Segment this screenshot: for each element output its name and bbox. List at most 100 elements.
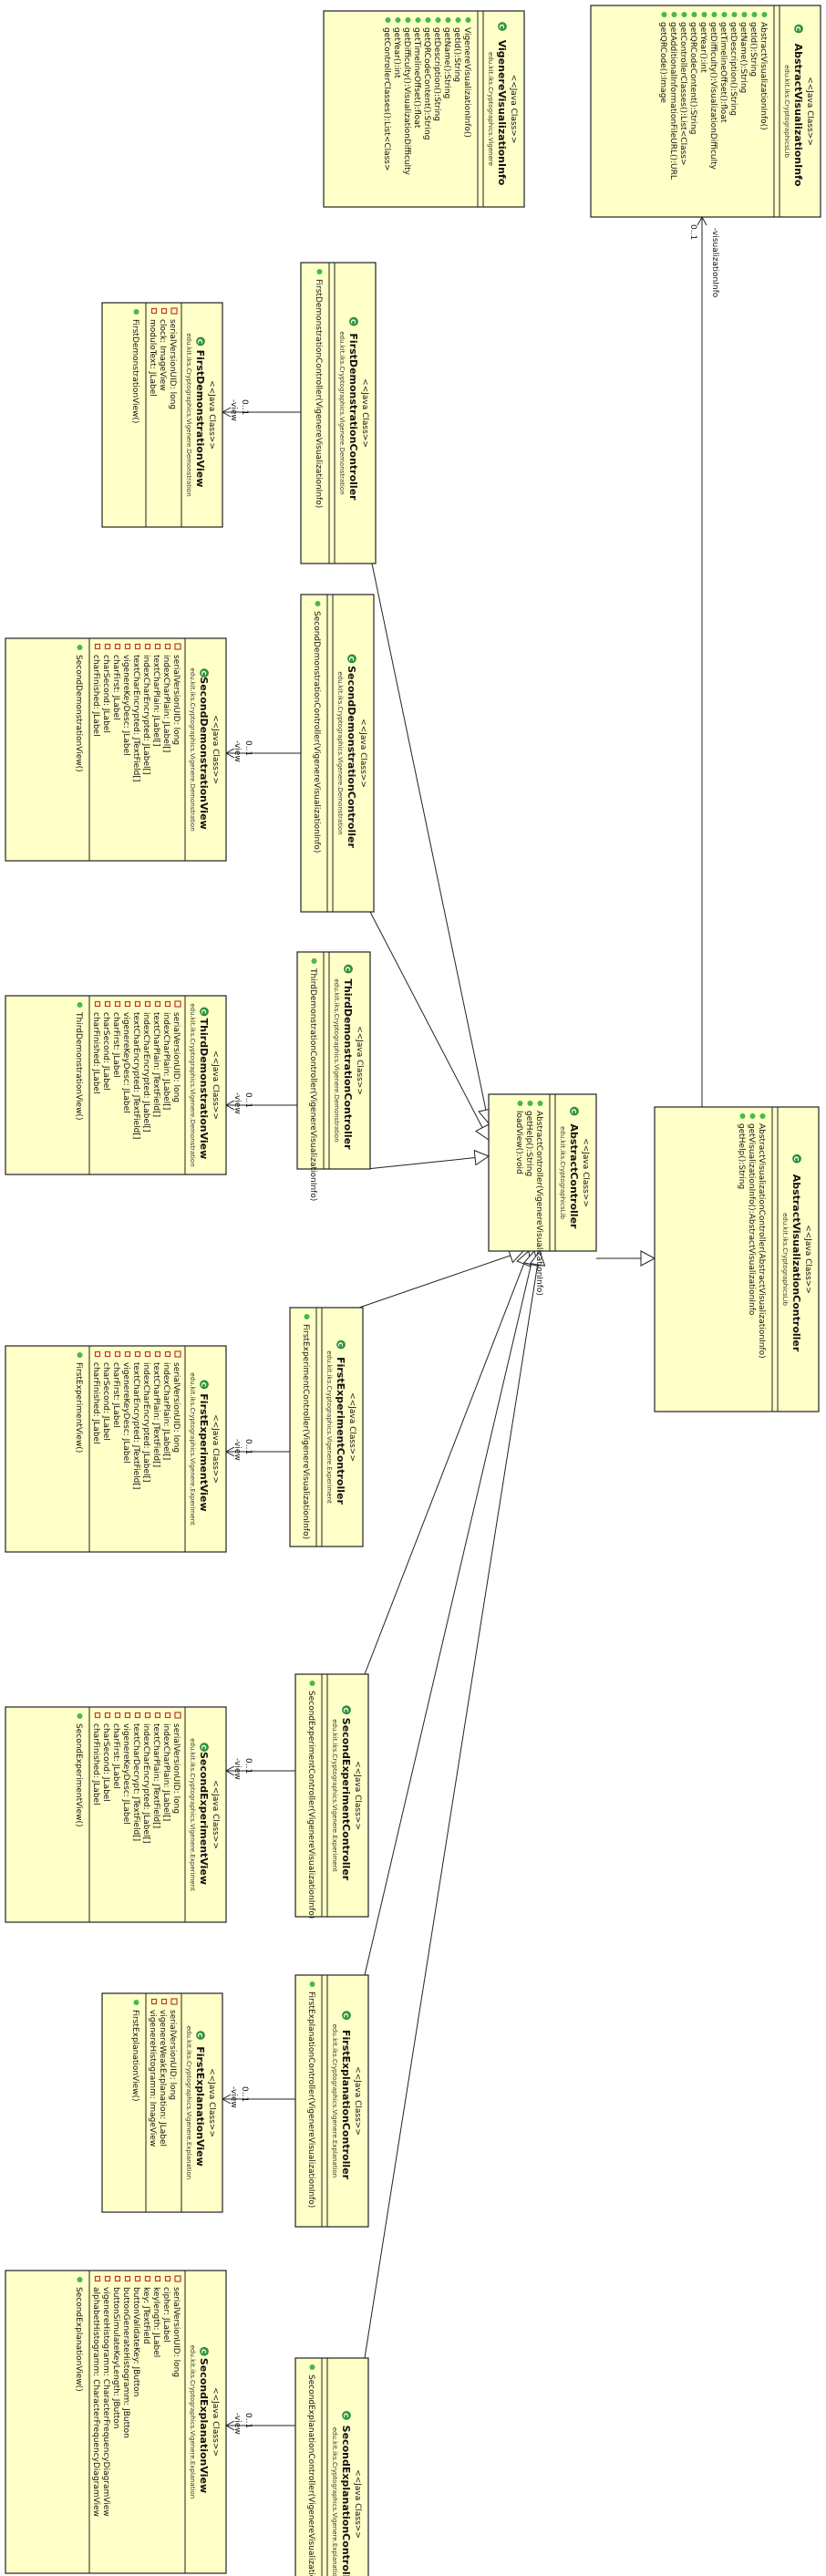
class-field: buttonValidateKey: JButton — [131, 2287, 140, 2396]
class-box-first-explanation-controller[interactable]: <<Java Class>>CFirstExplanationControlle… — [294, 1974, 369, 2228]
class-stereotype: <<Java Class>> — [211, 715, 220, 784]
class-icon-glyph: C — [792, 1156, 800, 1161]
class-method: FirstExperimentController(VigenereVisual… — [301, 1324, 310, 1539]
class-icon-glyph: C — [794, 26, 801, 31]
class-box-second-demonstration-controller[interactable]: <<Java Class>>CSecondDemonstrationContro… — [300, 594, 375, 913]
public-method-icon — [77, 1002, 83, 1008]
private-field-icon — [160, 1998, 168, 2005]
class-method: getHelp():String — [524, 1111, 533, 1176]
class-icon-glyph: C — [570, 1109, 577, 1113]
class-field: textCharDecrypt: JTextField[] — [131, 1723, 140, 1841]
class-field: textCharPlain: JLabel[] — [151, 655, 160, 746]
class-icon — [336, 1340, 346, 1350]
class-box-second-explanation-controller[interactable]: <<Java Class>>CSecondExplanationControll… — [294, 2357, 369, 2576]
association-multiplicity-label: 0..1 — [243, 1758, 253, 1774]
public-method-icon — [721, 12, 728, 17]
association-role-label: -view — [229, 399, 238, 421]
class-package: edu.kit.iks.Cryptographics.Vigenere.Demo… — [189, 667, 196, 831]
private-field-icon — [150, 307, 158, 315]
class-box-second-demonstration-view[interactable]: <<Java Class>>CSecondDemonstrationViewed… — [5, 637, 227, 862]
class-box-first-demonstration-view[interactable]: <<Java Class>>CFirstDemonstrationViewedu… — [101, 302, 223, 528]
class-field: charFinished: JLabel — [91, 1723, 100, 1805]
class-name: ThirdDemonstrationView — [198, 1019, 210, 1160]
class-icon-glyph: C — [349, 319, 356, 324]
class-box-frame — [5, 1706, 227, 1923]
class-box-third-demonstration-controller[interactable]: <<Java Class>>CThirdDemonstrationControl… — [296, 951, 371, 1201]
class-field: serialVersionUID: long — [171, 1362, 181, 1453]
class-field: vigenereKeyDesc: JLabel — [121, 1723, 130, 1825]
class-box-second-experiment-controller[interactable]: <<Java Class>>CSecondExperimentControlle… — [294, 1673, 369, 1919]
class-box-vigenere-visualization-info[interactable]: <<Java Class>>CVigenereVisualizationInfo… — [323, 10, 525, 208]
public-method-icon — [465, 17, 471, 23]
class-box-frame — [300, 594, 375, 913]
private-field-icon — [164, 643, 171, 650]
class-package: edu.kit.iks.Cryptographics.Vigenere.Expl… — [331, 2427, 338, 2576]
public-method-icon — [309, 1981, 315, 1987]
class-field: charFinished: JLabel — [91, 655, 100, 737]
class-field: indexCharPlain: JLabel[] — [161, 1723, 170, 1821]
private-field-icon — [164, 1000, 171, 1008]
class-stereotype: <<Java Class>> — [207, 380, 216, 450]
class-box-third-demonstration-view[interactable]: <<Java Class>>CThirdDemonstrationViewedu… — [5, 995, 227, 1175]
class-box-frame — [289, 1307, 364, 1547]
generalization-first-explanation-controller-to-abstract-controller — [364, 1249, 540, 1976]
public-method-icon — [701, 12, 707, 17]
class-stereotype: <<Java Class>> — [211, 1414, 220, 1484]
class-method: ThirdDemonstrationView() — [74, 1011, 83, 1120]
class-box-abstract-visualization-controller[interactable]: <<Java Class>>CAbstractVisualizationCont… — [654, 1106, 820, 1412]
class-box-second-explanation-view[interactable]: <<Java Class>>CSecondExplanationViewedu.… — [5, 2270, 227, 2574]
association-multiplicity-label: 0..1 — [688, 224, 697, 240]
class-field: serialVersionUID: long — [168, 319, 177, 409]
association-role-label: -view — [232, 1439, 242, 1461]
class-name: FirstExperimentView — [198, 1393, 210, 1511]
static-field-icon — [170, 307, 178, 315]
private-field-icon — [134, 1000, 141, 1008]
class-box-abstract-visualization-info[interactable]: <<Java Class>>CAbstractVisualizationInfo… — [590, 5, 821, 218]
class-icon — [342, 2411, 351, 2420]
association-role-label: -view — [232, 1092, 242, 1114]
public-method-icon — [517, 1101, 523, 1106]
association-multiplicity-label: 0..1 — [240, 399, 249, 415]
class-name: ThirdDemonstrationController — [342, 978, 354, 1150]
class-field: charFirst: JLabel — [111, 1012, 120, 1078]
class-method: getName():String — [738, 22, 748, 93]
class-method: ThirdDemonstrationController(VigenereVis… — [308, 967, 317, 1201]
class-method: loadView():void — [514, 1111, 523, 1174]
public-method-icon — [77, 645, 83, 650]
class-method: getId():String — [452, 27, 461, 82]
class-stereotype: <<Java Class>> — [353, 2469, 362, 2539]
public-method-icon — [415, 17, 421, 23]
class-field: alphabetHistogramm: CharacterFrequencyDi… — [91, 2287, 100, 2517]
class-field: charSecond: JLabel — [101, 1723, 110, 1802]
private-field-icon — [124, 643, 131, 650]
class-method: FirstExperimentView() — [74, 1362, 83, 1453]
class-box-first-experiment-view[interactable]: <<Java Class>>CFirstExperimentViewedu.ki… — [5, 1345, 227, 1553]
class-field: indexCharPlain: JLabel[] — [161, 655, 170, 752]
class-box-first-explanation-view[interactable]: <<Java Class>>CFirstExplanationViewedu.k… — [101, 1992, 223, 2213]
class-name: AbstractController — [568, 1124, 580, 1230]
class-box-abstract-controller[interactable]: <<Java Class>>CAbstractControlleredu.kit… — [488, 1093, 597, 1296]
class-method: AbstractController(VigenereVisualization… — [534, 1111, 543, 1296]
class-field: charFinished: JLabel — [91, 1362, 100, 1444]
static-field-icon — [174, 2275, 181, 2282]
class-field: serialVersionUID: long — [171, 1723, 181, 1814]
class-box-first-experiment-controller[interactable]: <<Java Class>>CFirstExperimentController… — [289, 1307, 364, 1547]
class-box-frame — [5, 995, 227, 1175]
class-icon — [349, 316, 358, 326]
class-name: AbstractVisualizationController — [790, 1174, 802, 1352]
public-method-icon — [691, 12, 697, 17]
class-field: textCharPlain: JTextField[] — [151, 1723, 160, 1828]
class-field: charSecond: JLabel — [101, 1362, 110, 1441]
class-box-frame — [300, 262, 377, 564]
class-icon — [342, 2011, 351, 2021]
class-package: edu.kit.iks.Cryptographics.Vigenere.Expl… — [185, 2026, 192, 2180]
class-field: serialVersionUID: long — [171, 2287, 181, 2377]
class-stereotype: <<Java Class>> — [211, 1780, 220, 1849]
class-box-second-experiment-view[interactable]: <<Java Class>>CSecondExperimentViewedu.k… — [5, 1706, 227, 1923]
class-package: edu.kit.iks.CryptographicsLib — [781, 1213, 789, 1306]
class-box-first-demonstration-controller[interactable]: <<Java Class>>CFirstDemonstrationControl… — [300, 262, 377, 564]
class-icon — [200, 668, 209, 678]
class-icon-glyph: C — [336, 1342, 344, 1347]
public-method-icon — [681, 12, 687, 17]
